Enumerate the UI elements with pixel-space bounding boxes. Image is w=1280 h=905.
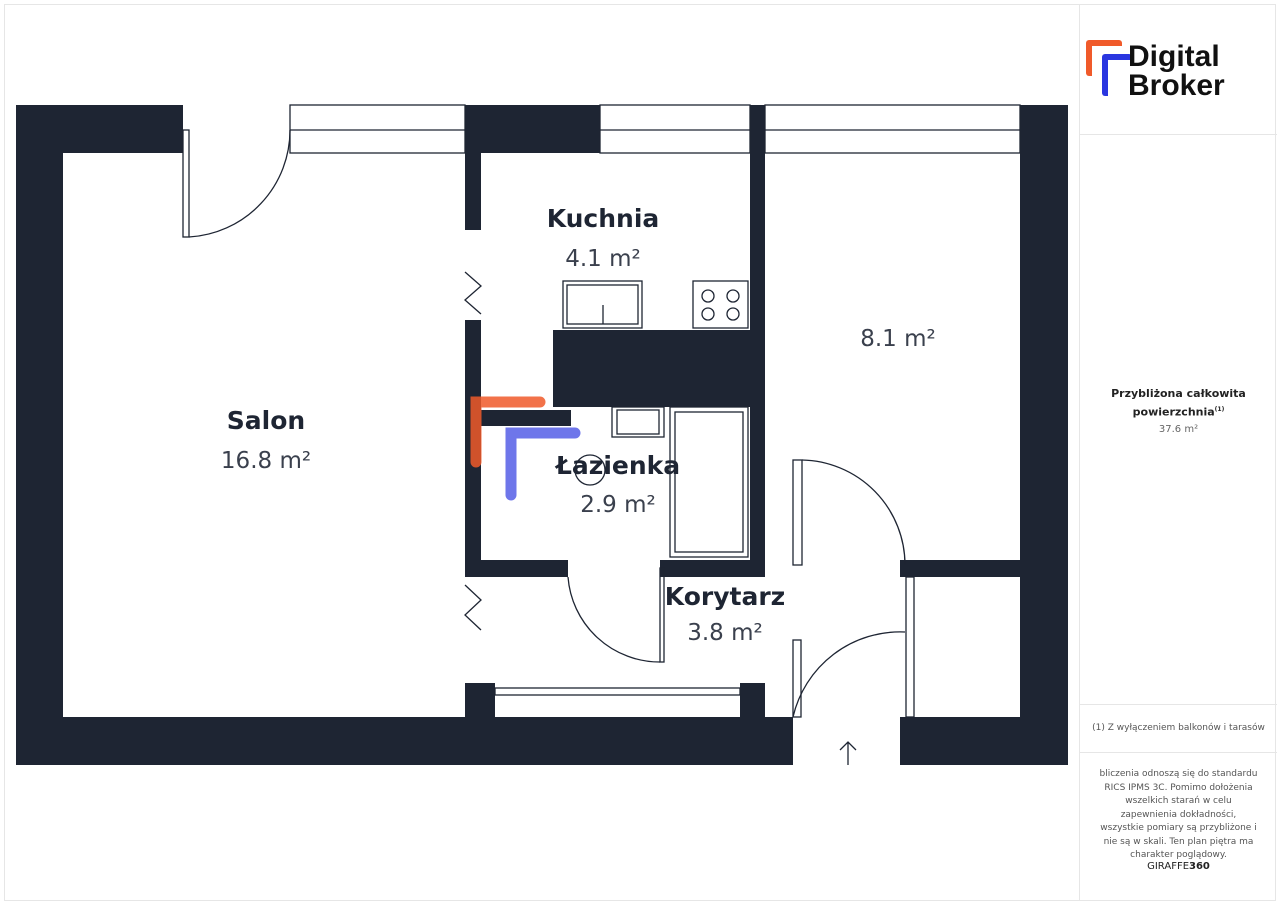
total-area-value: 37.6 m² <box>1158 424 1199 435</box>
logo-orange-mark <box>1086 40 1122 76</box>
room-name-kuchnia: Kuchnia <box>547 204 660 233</box>
provider-brand: GIRAFFE360 <box>1147 861 1210 872</box>
floor-plan: Salon 16.8 m² Kuchnia 4.1 m² 8.1 m² Łazi… <box>16 104 1068 765</box>
logo-text-line1: Digital <box>1128 40 1220 73</box>
room-area-korytarz: 3.8 m² <box>687 620 763 646</box>
watermark-logo <box>470 396 581 501</box>
disclaimer: bliczenia odnoszą się do standardu RICS … <box>1099 769 1258 860</box>
footnote: (1) Z wyłączeniem balkonów i tarasów <box>1080 704 1277 753</box>
room-area-lazienka: 2.9 m² <box>580 492 656 518</box>
room-name-salon: Salon <box>227 406 305 435</box>
room-name-korytarz: Korytarz <box>665 582 785 611</box>
windows-doors <box>182 104 1021 765</box>
room-area-salon: 16.8 m² <box>221 448 311 474</box>
logo-text-line2: Broker <box>1128 69 1225 102</box>
room-name-lazienka: Łazienka <box>554 451 680 480</box>
logo-blue-mark <box>1102 54 1132 96</box>
room-area-bedroom: 8.1 m² <box>860 326 936 352</box>
page-frame <box>4 4 1276 901</box>
room-area-kuchnia: 4.1 m² <box>565 246 641 272</box>
